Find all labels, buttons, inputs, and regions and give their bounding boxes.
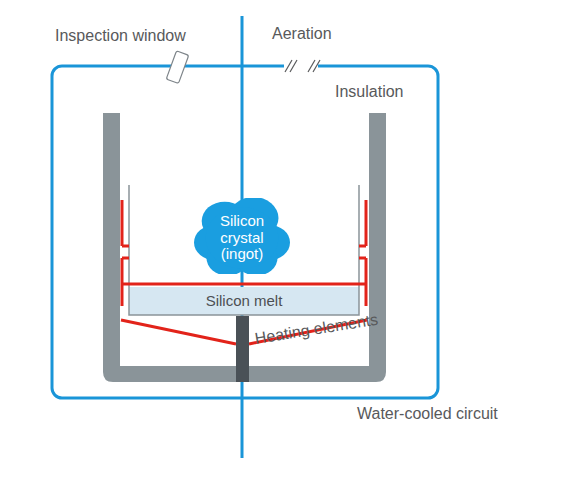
crucible: [129, 185, 359, 315]
part-label: Heating elements: [254, 311, 380, 349]
water-cooled-housing: [52, 66, 438, 398]
support-rod: [236, 316, 249, 382]
part-label: Aeration: [272, 25, 332, 43]
node-text: Silicon crystal (ingot): [211, 213, 273, 264]
insulation: [103, 113, 386, 382]
inspection-window: [166, 51, 188, 84]
part-label: Insulation: [335, 83, 404, 101]
cloud-lobe: [206, 207, 279, 268]
aeration-mark: [290, 60, 297, 72]
crystal-cloud: Silicon crystal (ingot): [194, 198, 290, 275]
aeration-gap: [284, 60, 318, 72]
melt-pool: [129, 287, 359, 315]
part-label: Inspection window: [55, 27, 186, 45]
melt-band: Silicon melt: [129, 287, 359, 315]
part-label: Water-cooled circuit: [357, 405, 498, 423]
aeration-mark: [313, 60, 320, 72]
node-text: Silicon melt: [206, 293, 283, 310]
